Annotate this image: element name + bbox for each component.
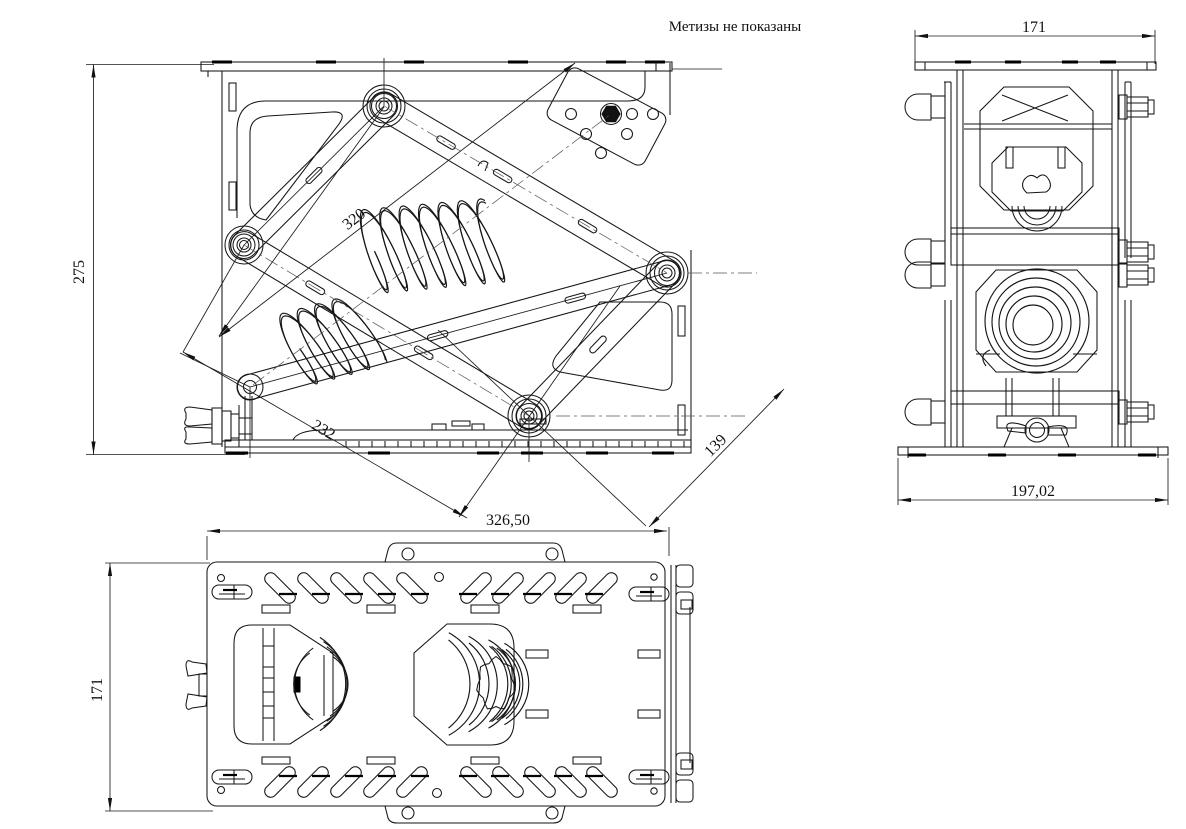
svg-text:326,50: 326,50 [486, 512, 530, 529]
svg-text:197,02: 197,02 [1011, 483, 1055, 500]
svg-text:275: 275 [71, 260, 88, 284]
svg-text:Метизы не показаны: Метизы не показаны [669, 19, 802, 35]
svg-text:171: 171 [1022, 19, 1046, 36]
svg-text:171: 171 [89, 678, 106, 702]
